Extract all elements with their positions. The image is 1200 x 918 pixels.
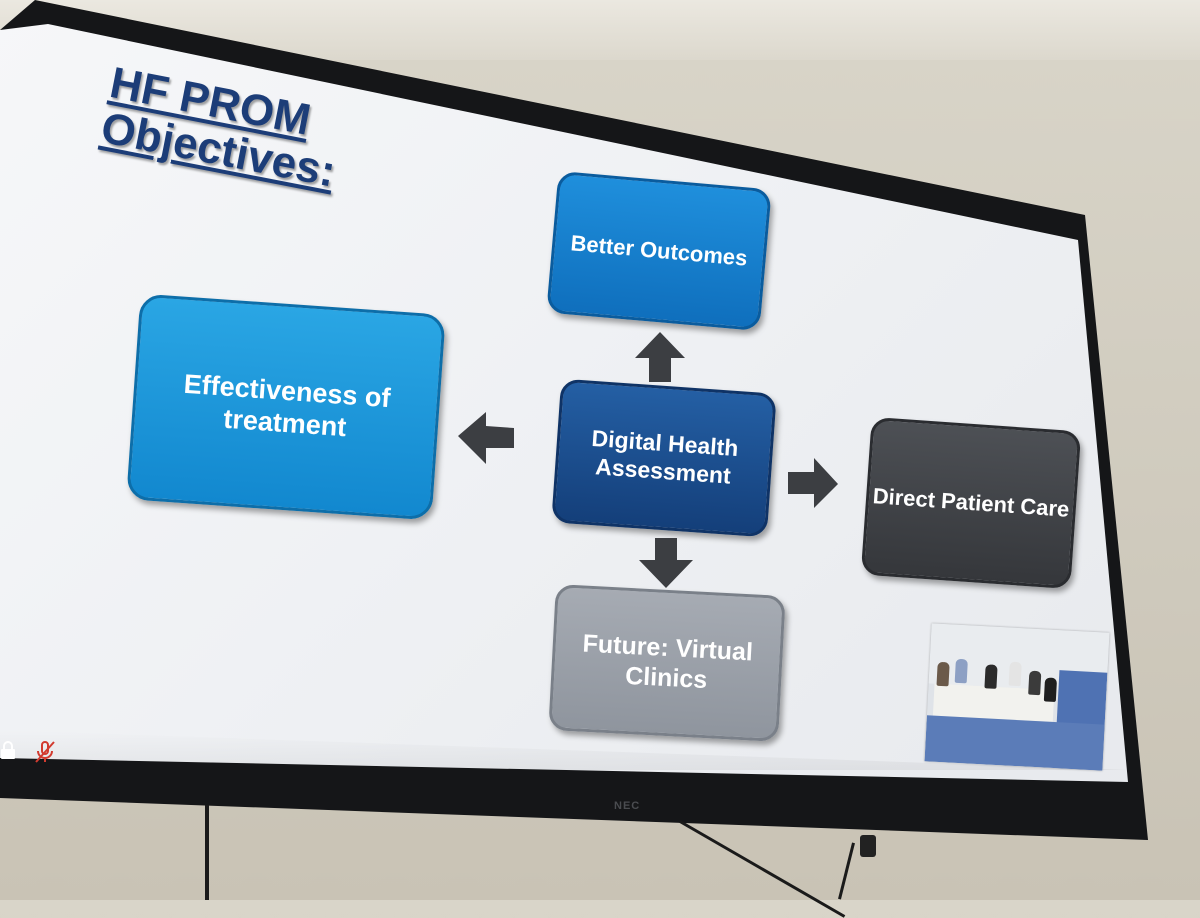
cable-plug	[860, 835, 876, 857]
video-participant	[1008, 661, 1022, 687]
video-call-thumbnail[interactable]	[924, 623, 1110, 771]
arrow-right-icon	[786, 456, 840, 510]
arrow-up-icon	[633, 330, 687, 384]
box-digital-health-assessment: Digital Health Assessment	[551, 378, 777, 538]
signal-cable-drop	[838, 842, 855, 900]
box-future-virtual-clinics: Future: Virtual Clinics	[548, 584, 786, 742]
video-participant	[984, 664, 998, 689]
video-participant	[954, 658, 968, 684]
video-participant	[1043, 677, 1058, 703]
box-direct-patient-care: Direct Patient Care	[860, 416, 1082, 590]
monitor-brand-logo: NEC	[614, 800, 641, 812]
arrow-down-icon	[637, 536, 695, 590]
lock-icon[interactable]	[0, 740, 16, 760]
box-direct-patient-care-label: Direct Patient Care	[871, 482, 1071, 522]
box-effectiveness-of-treatment: Effectiveness of treatment	[126, 293, 446, 521]
box-digital-assessment-label: Digital Health Assessment	[590, 425, 740, 489]
power-cable	[205, 805, 209, 900]
box-future-virtual-clinics-label: Future: Virtual Clinics	[581, 629, 754, 695]
video-room-floor	[924, 715, 1105, 771]
box-better-outcomes-label: Better Outcomes	[569, 230, 749, 271]
arrow-left-icon	[456, 410, 516, 466]
box-better-outcomes: Better Outcomes	[546, 170, 772, 332]
box-effectiveness-label: Effectiveness of treatment	[182, 368, 392, 443]
video-participant	[936, 661, 950, 687]
video-participant	[1028, 670, 1042, 696]
signal-cable	[679, 820, 846, 918]
mic-muted-icon[interactable]	[34, 740, 56, 764]
